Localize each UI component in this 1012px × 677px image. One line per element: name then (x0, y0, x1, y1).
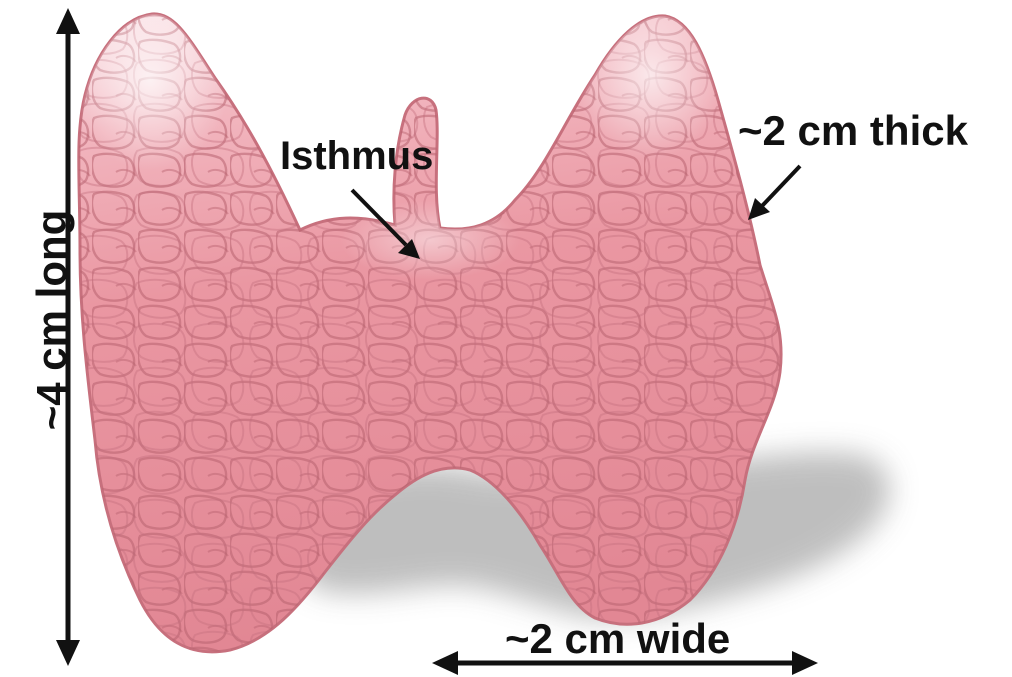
length-label: ~4 cm long (31, 210, 73, 431)
thickness-pointer-arrow (748, 166, 800, 220)
width-label: ~2 cm wide (505, 618, 730, 660)
thickness-label: ~2 cm thick (738, 110, 968, 152)
isthmus-label: Isthmus (280, 136, 433, 176)
